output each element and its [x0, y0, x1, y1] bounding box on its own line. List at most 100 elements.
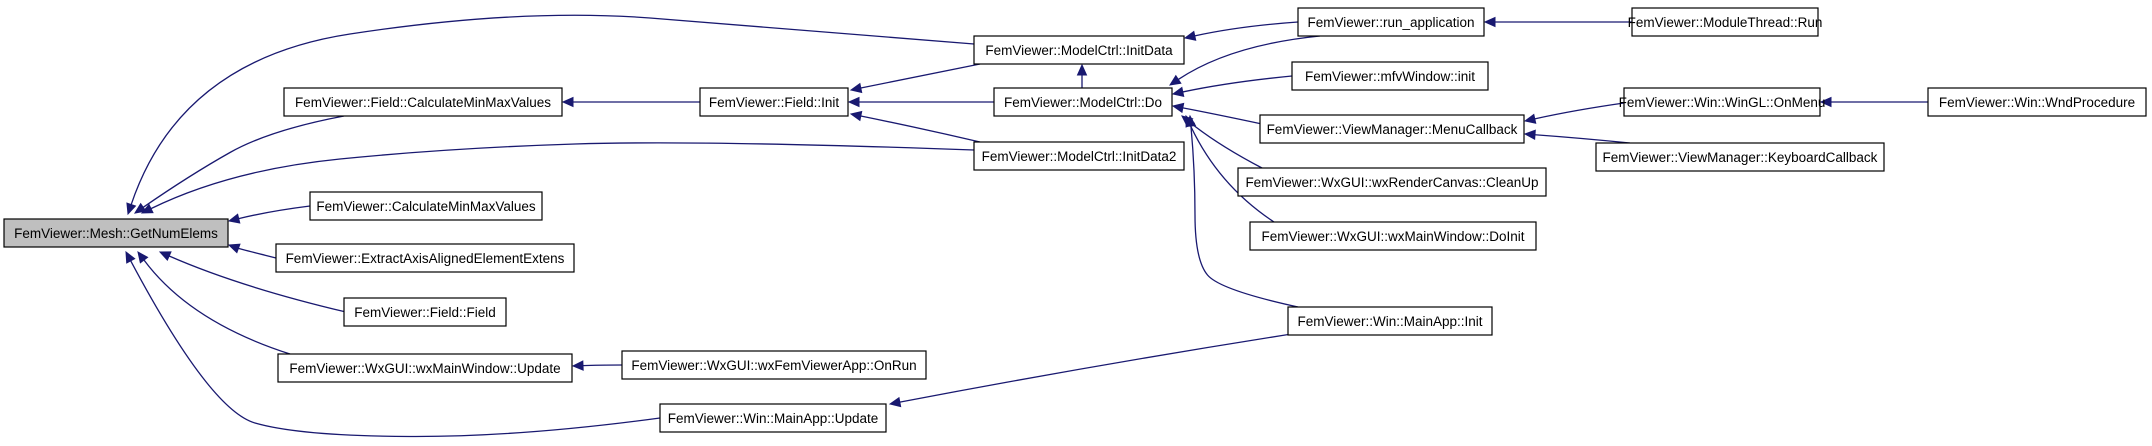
node-label: FemViewer::run_application [1307, 15, 1474, 30]
edge-line [860, 63, 981, 89]
node-femviewer-modelctrl-do[interactable]: FemViewer::ModelCtrl::Do [993, 87, 1173, 117]
edge-femviewer-win-wingl-onmenu-to-femviewer-viewmanager-menucallback [1523, 102, 1625, 124]
edge-line [130, 14, 975, 205]
node-box [1287, 306, 1493, 336]
edge-line [1194, 21, 1299, 37]
arrowhead-icon [571, 360, 584, 371]
node-box [973, 35, 1185, 65]
node-femviewer-viewmanager-keyboardcallback[interactable]: FemViewer::ViewManager::KeyboardCallback [1595, 142, 1885, 172]
arrowhead-icon [1171, 102, 1185, 114]
node-femviewer-field-init[interactable]: FemViewer::Field::Init [699, 87, 849, 117]
node-label: FemViewer::Win::MainApp::Init [1297, 314, 1482, 329]
node-label: FemViewer::CalculateMinMaxValues [316, 199, 536, 214]
node-label: FemViewer::ModelCtrl::Do [1004, 95, 1162, 110]
node-femviewer-wxgui-wxmainwindow-update[interactable]: FemViewer::WxGUI::wxMainWindow::Update [277, 353, 573, 383]
edge-femviewer-mfvwindow-init-to-femviewer-modelctrl-do [1171, 75, 1293, 97]
arrowhead-icon [227, 243, 241, 254]
node-label: FemViewer::WxGUI::wxFemViewerApp::OnRun [631, 358, 916, 373]
node-box [1297, 7, 1485, 37]
edge-femviewer-field-init-to-femviewer-field-calculateminmaxvalues [561, 96, 700, 108]
node-femviewer-win-wingl-onmenu[interactable]: FemViewer::Win::WinGL::OnMenu [1619, 87, 1826, 117]
node-label: FemViewer::ViewManager::MenuCallback [1267, 122, 1518, 137]
edges-layer [125, 14, 1928, 438]
node-femviewer-extractaxisalignedelementextens[interactable]: FemViewer::ExtractAxisAlignedElementExte… [275, 243, 575, 273]
node-femviewer-mfvwindow-init[interactable]: FemViewer::mfvWindow::init [1291, 61, 1489, 91]
edge-femviewer-modulethread-run-to-femviewer-run-application [1483, 16, 1632, 28]
node-femviewer-mesh-getnumelems[interactable]: FemViewer::Mesh::GetNumElems [3, 218, 229, 248]
node-label: FemViewer::mfvWindow::init [1305, 69, 1475, 84]
node-femviewer-modelctrl-initdata[interactable]: FemViewer::ModelCtrl::InitData [973, 35, 1185, 65]
node-femviewer-calculateminmaxvalues[interactable]: FemViewer::CalculateMinMaxValues [309, 191, 543, 221]
node-femviewer-win-wndprocedure[interactable]: FemViewer::Win::WndProcedure [1927, 87, 2147, 117]
edge-line [1534, 134, 1631, 144]
node-label: FemViewer::WxGUI::wxMainWindow::Update [289, 361, 560, 376]
edge-line [860, 115, 981, 143]
edge-line [168, 255, 347, 313]
edge-femviewer-viewmanager-menucallback-to-femviewer-modelctrl-do [1171, 102, 1263, 125]
node-box [973, 141, 1185, 171]
edge-line [899, 332, 1299, 403]
node-femviewer-modelctrl-initdata2[interactable]: FemViewer::ModelCtrl::InitData2 [973, 141, 1185, 171]
arrowhead-icon [1168, 74, 1182, 86]
arrowhead-icon [1483, 16, 1496, 28]
node-label: FemViewer::WxGUI::wxRenderCanvas::CleanU… [1245, 175, 1538, 190]
node-box [309, 191, 543, 221]
node-femviewer-wxgui-wxfemviewerapp-onrun[interactable]: FemViewer::WxGUI::wxFemViewerApp::OnRun [621, 350, 927, 380]
node-label: FemViewer::ModelCtrl::InitData2 [982, 149, 1177, 164]
edge-line [238, 205, 311, 220]
edge-line [1182, 107, 1263, 125]
edge-femviewer-win-mainapp-init-to-femviewer-win-mainapp-update [888, 332, 1299, 408]
node-box [699, 87, 849, 117]
node-box [343, 297, 507, 327]
edge-line [1182, 75, 1293, 93]
node-label: FemViewer::ModuleThread::Run [1628, 15, 1823, 30]
node-femviewer-win-mainapp-init[interactable]: FemViewer::Win::MainApp::Init [1287, 306, 1493, 336]
node-femviewer-modulethread-run[interactable]: FemViewer::ModuleThread::Run [1628, 7, 1823, 37]
node-box [993, 87, 1173, 117]
edge-line [1177, 35, 1321, 80]
node-femviewer-field-calculateminmaxvalues[interactable]: FemViewer::Field::CalculateMinMaxValues [283, 87, 563, 117]
node-label: FemViewer::ViewManager::KeyboardCallback [1603, 150, 1878, 165]
edge-line [1534, 102, 1625, 120]
edge-femviewer-wxgui-wxmainwindow-update-to-femviewer-mesh-getnumelems [137, 251, 291, 355]
edge-femviewer-field-calculateminmaxvalues-to-femviewer-mesh-getnumelems [133, 115, 345, 214]
edge-line [142, 115, 345, 208]
node-label: FemViewer::Field::CalculateMinMaxValues [295, 95, 551, 110]
edge-line [130, 260, 661, 438]
edge-line [1189, 124, 1275, 223]
node-femviewer-win-mainapp-update[interactable]: FemViewer::Win::MainApp::Update [659, 403, 887, 433]
arrowhead-icon [1523, 129, 1536, 141]
edge-femviewer-viewmanager-keyboardcallback-to-femviewer-viewmanager-menucallback [1523, 129, 1631, 144]
arrowhead-icon [561, 96, 574, 108]
edge-line [150, 142, 975, 210]
node-label: FemViewer::ExtractAxisAlignedElementExte… [286, 251, 565, 266]
node-box [1237, 167, 1547, 197]
node-box [1291, 61, 1489, 91]
node-label: FemViewer::ModelCtrl::InitData [985, 43, 1173, 58]
arrowhead-icon [140, 203, 154, 214]
node-label: FemViewer::Field::Field [354, 305, 496, 320]
node-femviewer-wxgui-wxrendercanvas-cleanup[interactable]: FemViewer::WxGUI::wxRenderCanvas::CleanU… [1237, 167, 1547, 197]
arrowhead-icon [1171, 86, 1185, 97]
node-label: FemViewer::Win::WndProcedure [1939, 95, 2135, 110]
edge-line [1189, 121, 1263, 169]
edge-femviewer-modelctrl-initdata2-to-femviewer-field-init [849, 110, 981, 143]
edge-femviewer-win-wndprocedure-to-femviewer-win-wingl-onmenu [1819, 96, 1928, 108]
edge-femviewer-modelctrl-initdata-to-femviewer-field-init [849, 63, 981, 94]
edge-femviewer-modelctrl-do-to-femviewer-field-init [847, 96, 994, 108]
node-femviewer-run-application[interactable]: FemViewer::run_application [1297, 7, 1485, 37]
arrowhead-icon [847, 96, 860, 108]
node-box [1631, 7, 1819, 37]
arrowhead-icon [849, 82, 863, 94]
node-box [1249, 221, 1537, 251]
arrowhead-icon [1523, 113, 1537, 124]
node-femviewer-viewmanager-menucallback[interactable]: FemViewer::ViewManager::MenuCallback [1259, 114, 1525, 144]
node-femviewer-wxgui-wxmainwindow-doinit[interactable]: FemViewer::WxGUI::wxMainWindow::DoInit [1249, 221, 1537, 251]
edge-femviewer-calculateminmaxvalues-to-femviewer-mesh-getnumelems [227, 205, 311, 224]
edge-femviewer-modelctrl-initdata2-to-femviewer-mesh-getnumelems [140, 142, 975, 214]
edge-line [582, 364, 623, 367]
node-box [3, 218, 229, 248]
node-femviewer-field-field[interactable]: FemViewer::Field::Field [343, 297, 507, 327]
edge-femviewer-field-field-to-femviewer-mesh-getnumelems [158, 251, 347, 313]
